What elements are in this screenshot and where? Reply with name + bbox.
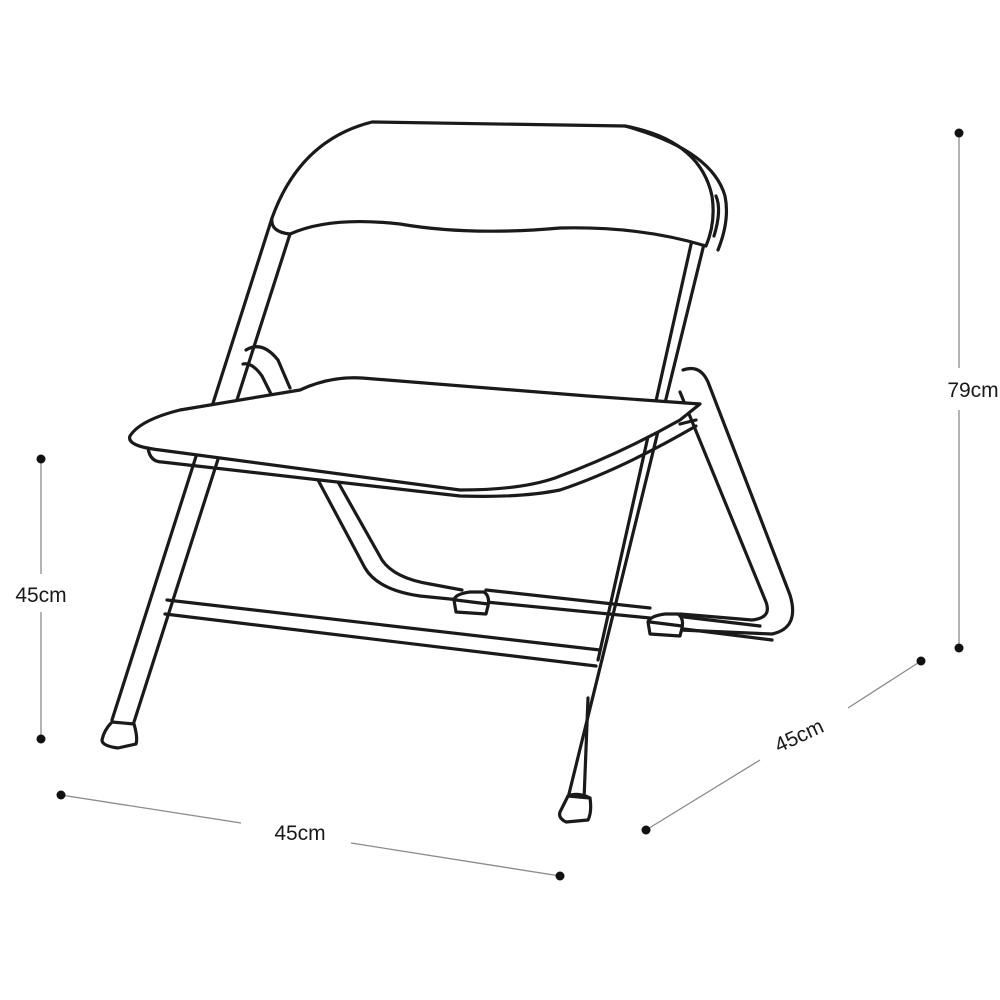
dimension-endpoint-front (641, 825, 651, 835)
dimension-total-height: 79cm (947, 128, 999, 653)
clip-left (452, 590, 491, 616)
dimension-endpoint-bottom (36, 734, 46, 744)
foot-left (100, 720, 139, 750)
dimension-seat-height: 45cm (15, 454, 67, 744)
depth-label: 45cm (771, 715, 827, 758)
dimension-depth: 45cm (641, 656, 926, 835)
dimension-endpoint-left (56, 790, 66, 800)
seat-support-arm (316, 478, 774, 642)
clip-right (646, 612, 685, 638)
seat-height-label: 45cm (15, 584, 66, 607)
chair-drawing (100, 120, 795, 824)
dimension-endpoint-right (555, 871, 565, 881)
width-label: 45cm (274, 822, 325, 845)
total-height-label: 79cm (947, 379, 998, 402)
dimension-endpoint-top (954, 128, 964, 138)
dimension-endpoint-bottom (954, 643, 964, 653)
dimension-width: 45cm (56, 790, 565, 881)
foot-right (558, 792, 593, 824)
rear-support-frame (241, 345, 795, 636)
right-leg-upright (566, 194, 721, 802)
front-crossbar (163, 598, 602, 668)
dimension-endpoint-back (916, 656, 926, 666)
seat (128, 376, 702, 498)
dimension-endpoint-top (36, 454, 46, 464)
backrest (270, 120, 729, 252)
left-leg-upright (110, 216, 292, 724)
